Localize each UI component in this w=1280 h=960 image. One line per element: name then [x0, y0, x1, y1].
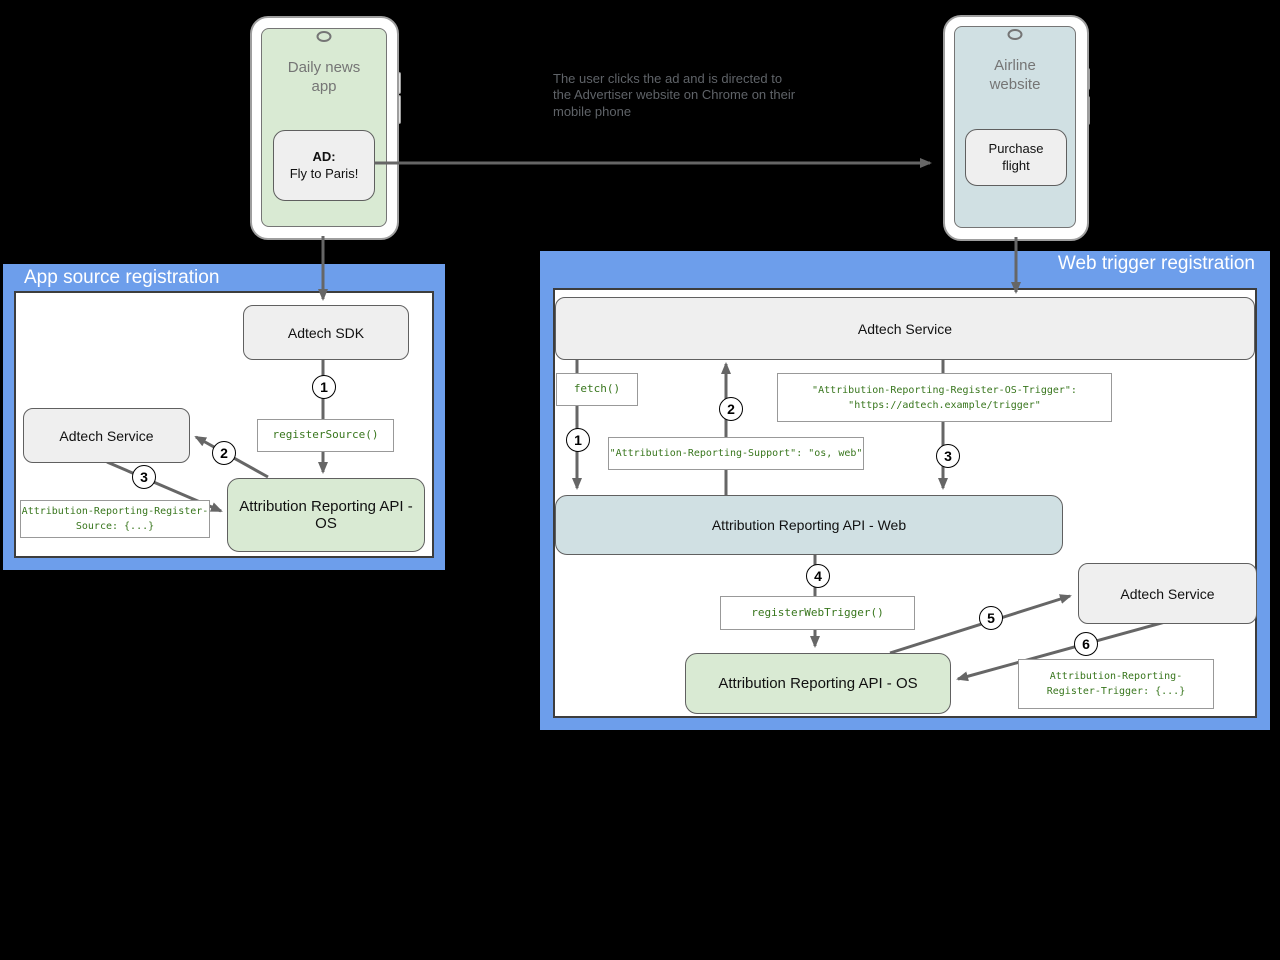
codebox-register-web-trigger: registerWebTrigger()	[720, 596, 915, 630]
purchase-flight-card: Purchase flight	[965, 129, 1067, 186]
node-adtech-service-web-right: Adtech Service	[1078, 563, 1257, 624]
register-source-header-line1: Attribution-Reporting-Register-	[21, 506, 209, 517]
codebox-register-trigger-header: Attribution-Reporting- Register-Trigger:…	[1018, 659, 1214, 709]
ad-heading: AD:	[312, 148, 336, 164]
ad-card: AD: Fly to Paris!	[273, 130, 375, 201]
purchase-flight-label: Purchase flight	[988, 140, 1044, 173]
web-trigger-panel-title: Web trigger registration	[1057, 253, 1255, 274]
step-web-1: 1	[566, 428, 590, 452]
node-adtech-service-web-top: Adtech Service	[555, 297, 1255, 360]
user-click-annotation: The user clicks the ad and is directed t…	[553, 71, 796, 119]
phone-left-screen: Daily news app AD: Fly to Paris!	[261, 28, 387, 227]
phone-right-body: Airline website Purchase flight	[943, 15, 1089, 241]
codebox-os-trigger-header: "Attribution-Reporting-Register-OS-Trigg…	[777, 373, 1112, 422]
node-adtech-service-app: Adtech Service	[23, 408, 190, 463]
codebox-support-header: "Attribution-Reporting-Support": "os, we…	[608, 437, 864, 470]
phone-left-camera-icon	[316, 31, 332, 42]
step-app-3: 3	[132, 465, 156, 489]
step-web-4: 4	[806, 564, 830, 588]
register-source-header-line2: Source: {...}	[75, 521, 155, 532]
os-trigger-header-line1: "Attribution-Reporting-Register-OS-Trigg…	[812, 384, 1077, 396]
node-api-os-web: Attribution Reporting API - OS	[685, 653, 951, 714]
phone-left-body: Daily news app AD: Fly to Paris!	[250, 16, 399, 240]
app-source-panel-title: App source registration	[24, 267, 220, 288]
node-api-os-app: Attribution Reporting API - OS	[227, 478, 425, 552]
os-trigger-header-line2: "https://adtech.example/trigger"	[848, 399, 1041, 411]
phone-right-camera-icon	[1007, 29, 1023, 40]
step-web-2: 2	[719, 397, 743, 421]
step-web-6: 6	[1074, 632, 1098, 656]
codebox-register-source: registerSource()	[257, 419, 394, 452]
step-app-1: 1	[312, 375, 336, 399]
codebox-fetch: fetch()	[556, 373, 638, 406]
step-app-2: 2	[212, 441, 236, 465]
register-trigger-header-line1: Attribution-Reporting-	[1049, 671, 1183, 682]
step-web-5: 5	[979, 606, 1003, 630]
daily-news-app-title: Daily news app	[287, 59, 361, 95]
ad-text: Fly to Paris!	[289, 165, 359, 181]
step-web-3: 3	[936, 444, 960, 468]
codebox-register-source-header: Attribution-Reporting-Register- Source: …	[20, 500, 210, 538]
phone-right-screen: Airline website Purchase flight	[954, 26, 1076, 228]
register-trigger-header-line2: Register-Trigger: {...}	[1046, 686, 1186, 697]
node-adtech-sdk: Adtech SDK	[243, 305, 409, 360]
node-api-web: Attribution Reporting API - Web	[555, 495, 1063, 555]
airline-website-title: Airline website	[989, 57, 1041, 93]
